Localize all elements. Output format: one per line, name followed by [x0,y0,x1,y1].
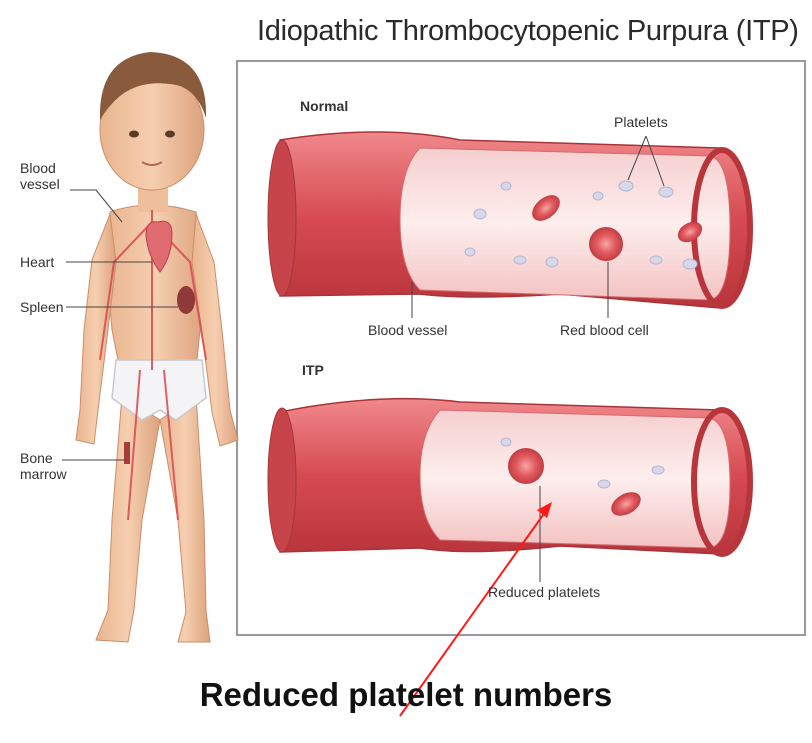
label-blood-vessel-body: Blood vessel [20,160,74,192]
label-heart: Heart [20,254,54,270]
label-platelets: Platelets [614,114,668,130]
normal-vessel [268,132,750,318]
label-reduced-platelets: Reduced platelets [488,584,600,600]
label-bone-marrow: Bone marrow [20,450,68,482]
label-red-blood-cell: Red blood cell [560,322,649,338]
itp-heading: ITP [302,362,324,378]
caption: Reduced platelet numbers [0,676,812,714]
label-blood-vessel: Blood vessel [368,322,447,338]
label-spleen: Spleen [20,299,64,315]
normal-heading: Normal [300,98,348,114]
itp-vessel [268,399,750,582]
child-figure [76,52,238,642]
